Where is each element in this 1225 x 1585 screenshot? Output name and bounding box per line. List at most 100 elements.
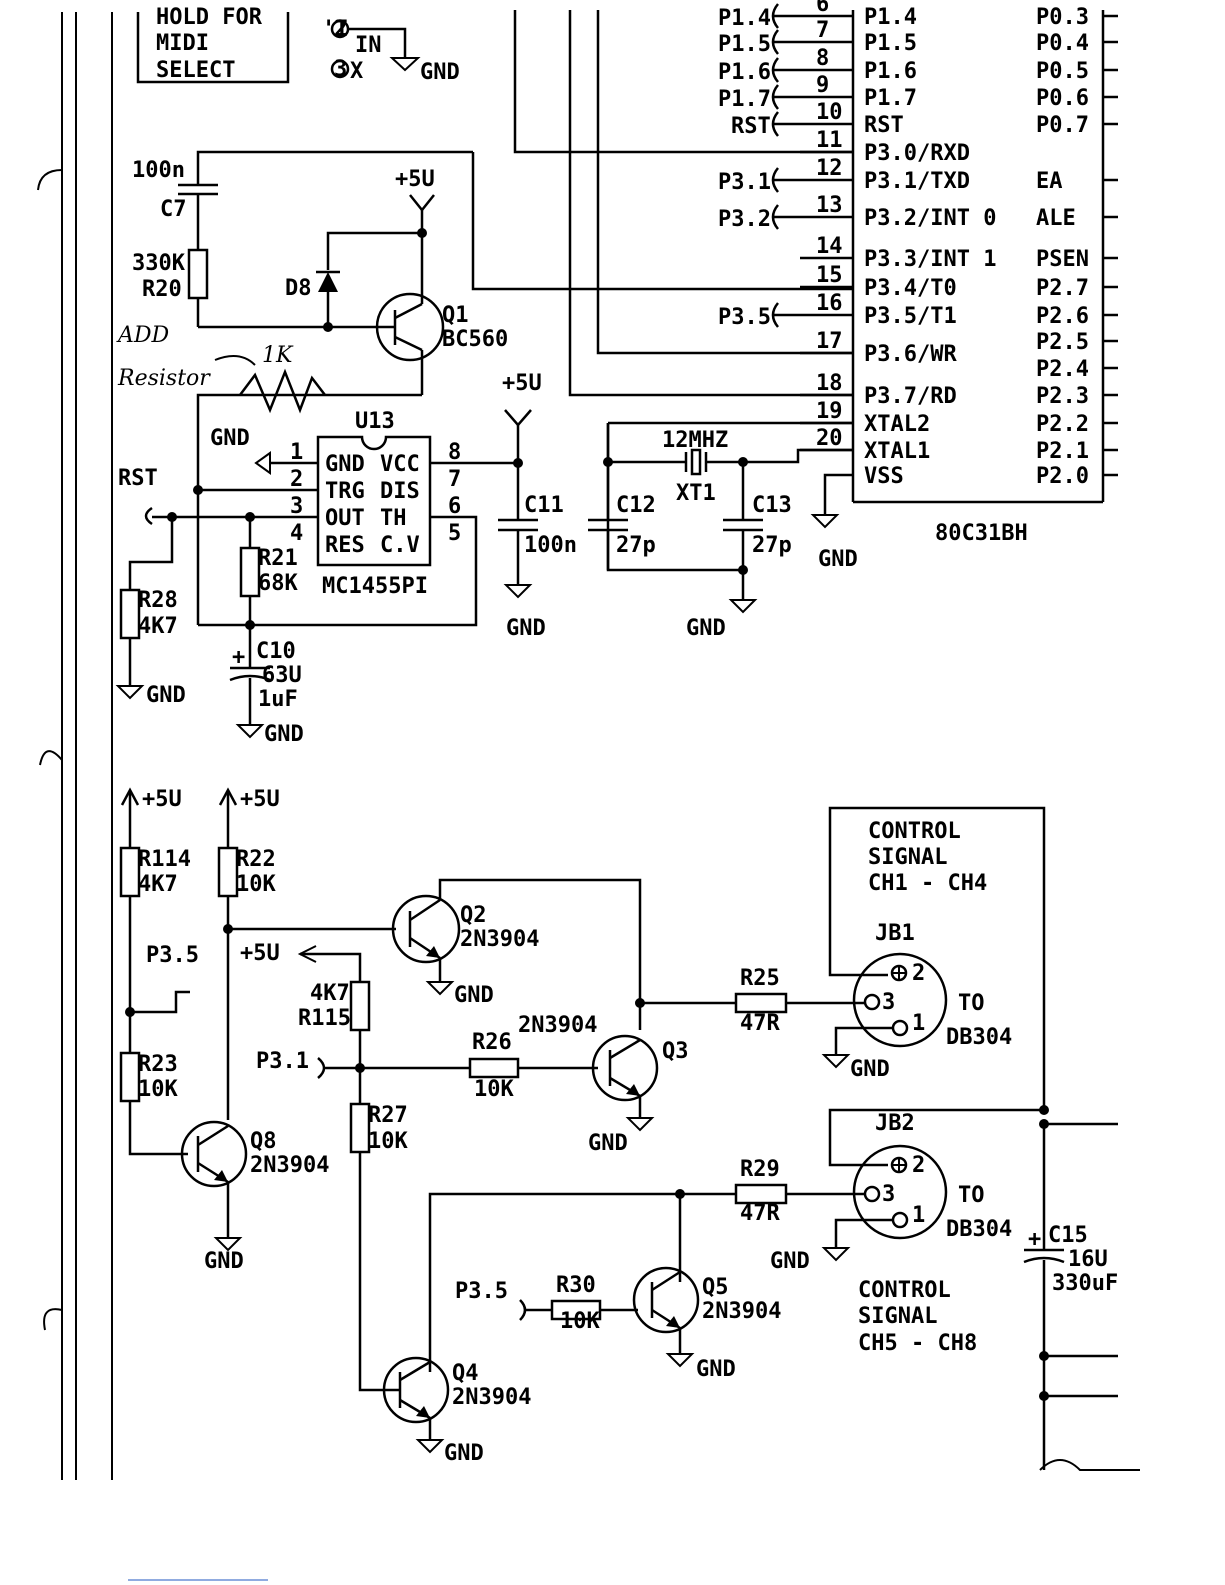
svg-text:2N3904: 2N3904	[518, 1013, 597, 1038]
svg-text:3: 3	[334, 57, 347, 82]
mcu-pin-number: 15	[816, 263, 843, 288]
mcu-pin-p26: P2.6	[1036, 304, 1118, 329]
mcu-pin-net: P1.4	[718, 6, 771, 31]
svg-text:Q4: Q4	[452, 1361, 479, 1386]
svg-text:2N3904: 2N3904	[452, 1385, 531, 1410]
mcu-pin-name: P2.0	[1036, 464, 1089, 489]
timer-pin-number: 7	[448, 467, 461, 492]
svg-text:Q2: Q2	[460, 903, 487, 928]
svg-text:R115: R115	[298, 1006, 351, 1031]
svg-text:GND: GND	[420, 60, 460, 85]
midi-switch: 'I 2 3 X IN GND	[322, 17, 460, 85]
mcu-pin-number: 12	[816, 156, 843, 181]
svg-text:Q1: Q1	[442, 303, 469, 328]
timer-pin-number: 1	[290, 440, 303, 465]
svg-text:P3.5: P3.5	[455, 1279, 508, 1304]
mcu-pin-number: 16	[816, 291, 843, 316]
svg-text:CH1 - CH4: CH1 - CH4	[868, 871, 987, 896]
mcu-pin-name: P1.7	[864, 86, 917, 111]
mcu-pin-name: P0.4	[1036, 31, 1089, 56]
mcu-pin-8: 8P1.6P1.6	[718, 46, 917, 85]
svg-text:P3.5: P3.5	[146, 943, 199, 968]
svg-text:Resistor: Resistor	[117, 366, 211, 391]
svg-text:27p: 27p	[752, 533, 792, 558]
mcu-pin-name: P2.6	[1036, 304, 1089, 329]
svg-text:2N3904: 2N3904	[250, 1153, 329, 1178]
timer-pin-name: GND	[325, 452, 365, 477]
timer-pin-name: C.V	[380, 533, 420, 558]
timer-pin-name: VCC	[380, 452, 420, 477]
timer-pin-name: DIS	[380, 479, 420, 504]
svg-text:JB2: JB2	[875, 1111, 915, 1136]
svg-text:C12: C12	[616, 493, 656, 518]
svg-text:10K: 10K	[368, 1129, 408, 1154]
svg-text:GND: GND	[588, 1131, 628, 1156]
mcu-pin-p27: P2.7	[1036, 276, 1118, 301]
svg-text:12MHZ: 12MHZ	[662, 428, 728, 453]
svg-text:SIGNAL: SIGNAL	[868, 845, 947, 870]
mcu-pin-name: P1.4	[864, 5, 917, 30]
mcu-pin-name: P2.5	[1036, 330, 1089, 355]
mcu-pin-p05: P0.5	[1036, 59, 1118, 84]
svg-text:10K: 10K	[560, 1309, 600, 1334]
timer-pin-number: 2	[290, 467, 303, 492]
mcu-pin-name: P2.1	[1036, 439, 1089, 464]
svg-text:+5U: +5U	[240, 941, 280, 966]
mcu-pin-ea: EA	[1036, 169, 1118, 194]
svg-text:2N3904: 2N3904	[702, 1299, 781, 1324]
timer-pin-name: RES	[325, 533, 365, 558]
svg-text:2: 2	[912, 961, 925, 986]
svg-text:MC1455PI: MC1455PI	[322, 574, 428, 599]
mcu-pin-name: P3.0/RXD	[864, 141, 970, 166]
svg-text:GND: GND	[850, 1057, 890, 1082]
svg-text:47R: 47R	[740, 1201, 780, 1226]
svg-text:GND: GND	[204, 1249, 244, 1274]
timer-pin-1: 1 GND	[290, 440, 365, 477]
mcu-pin-name: P1.5	[864, 31, 917, 56]
svg-text:BC560: BC560	[442, 327, 508, 352]
svg-text:100n: 100n	[524, 533, 577, 558]
mcu-pin-p06: P0.6	[1036, 86, 1118, 111]
mcu-pin-p21: P2.1	[1036, 439, 1118, 464]
svg-text:GND: GND	[444, 1441, 484, 1466]
mcu-pin-name: P2.3	[1036, 384, 1089, 409]
svg-text:TO: TO	[958, 991, 985, 1016]
svg-text:27p: 27p	[616, 533, 656, 558]
mcu-pin-name: P0.7	[1036, 113, 1089, 138]
svg-text:P3.1: P3.1	[256, 1049, 309, 1074]
svg-text:2: 2	[912, 1153, 925, 1178]
mcu-pin-number: 13	[816, 193, 843, 218]
mcu-pin-number: 19	[816, 399, 843, 424]
svg-text:GND: GND	[696, 1357, 736, 1382]
mcu-pin-name: P3.2/INT 0	[864, 206, 996, 231]
svg-text:63U: 63U	[262, 663, 302, 688]
svg-text:4K7: 4K7	[138, 614, 178, 639]
mcu-pin-name: P0.6	[1036, 86, 1089, 111]
mcu-pin-name: P3.6/WR	[864, 342, 957, 367]
mcu-pin-p04: P0.4	[1036, 31, 1118, 56]
svg-text:GND: GND	[210, 426, 250, 451]
svg-text:+5U: +5U	[142, 787, 182, 812]
mcu-pin-name: P2.7	[1036, 276, 1089, 301]
timer-pin-number: 8	[448, 440, 461, 465]
timer-pin-number: 6	[448, 494, 461, 519]
crystal-section: C12 27p 12MHZ XT1 C13 27p GND GND	[588, 423, 858, 641]
timer-pin-5: 5C.V	[380, 521, 461, 558]
svg-text:Q8: Q8	[250, 1129, 277, 1154]
mcu-pin-net: P3.5	[718, 305, 771, 330]
svg-text:330uF: 330uF	[1052, 1271, 1118, 1296]
svg-text:2N3904: 2N3904	[460, 927, 539, 952]
mcu-pin-name: P3.4/T0	[864, 276, 957, 301]
timer-pin-7: 7 DIS	[380, 467, 461, 504]
svg-text:R21: R21	[258, 546, 298, 571]
svg-text:+5U: +5U	[395, 167, 435, 192]
mcu-pin-name: RST	[864, 113, 904, 138]
svg-text:R30: R30	[556, 1273, 596, 1298]
